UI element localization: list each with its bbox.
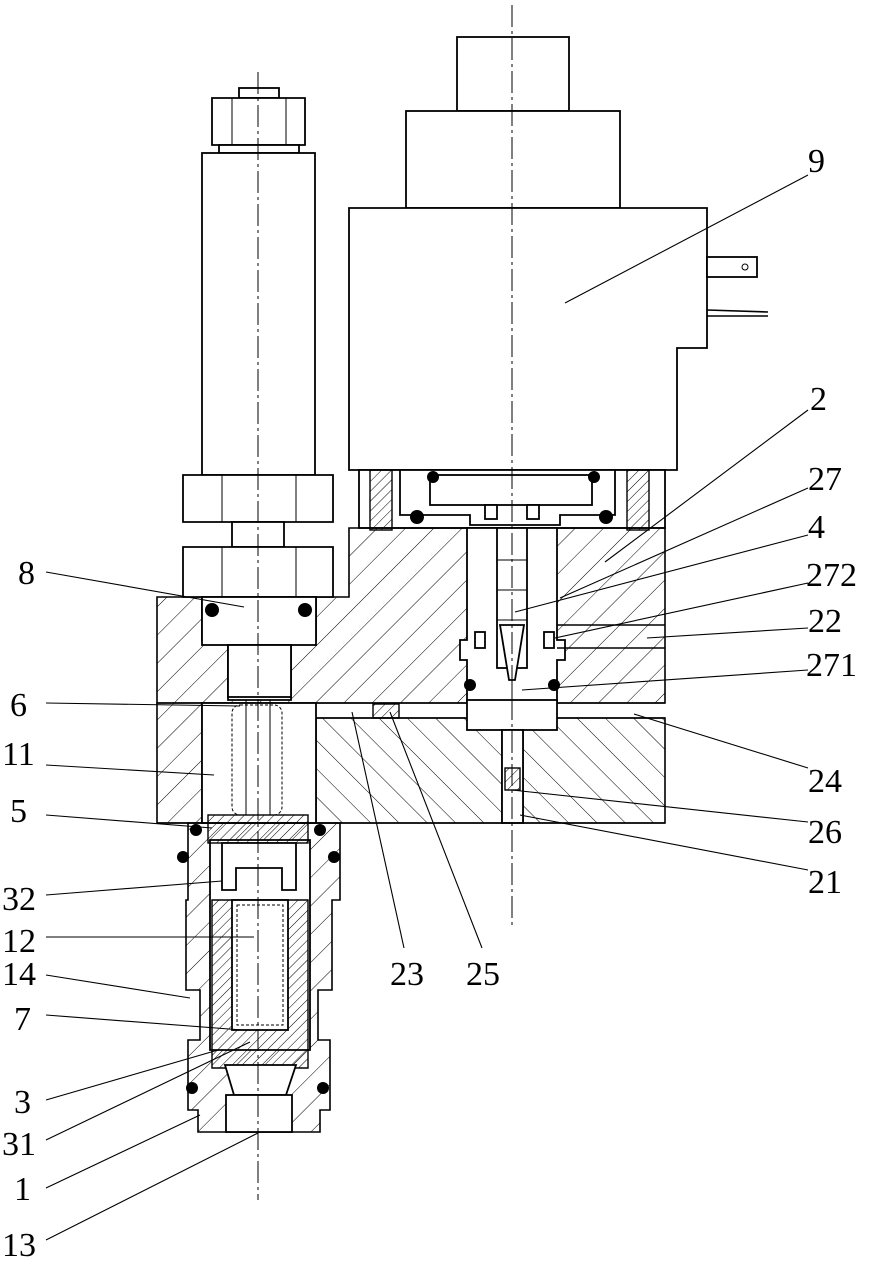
- valve-body-lower: [157, 700, 665, 823]
- label-13: 13: [2, 1227, 36, 1262]
- label-22: 22: [808, 603, 842, 640]
- label-27: 27: [808, 461, 842, 498]
- label-24: 24: [808, 763, 842, 800]
- label-23: 23: [390, 956, 424, 993]
- label-31: 31: [2, 1126, 36, 1163]
- label-7: 7: [14, 1001, 31, 1038]
- label-2: 2: [810, 381, 827, 418]
- label-12: 12: [2, 923, 36, 960]
- label-271: 271: [806, 647, 857, 684]
- label-32: 32: [2, 881, 36, 918]
- label-1: 1: [14, 1171, 31, 1208]
- label-21: 21: [808, 864, 842, 901]
- label-14: 14: [2, 956, 36, 993]
- label-25: 25: [466, 956, 500, 993]
- label-11: 11: [2, 736, 35, 773]
- label-4: 4: [808, 509, 825, 546]
- label-6: 6: [10, 687, 27, 724]
- solenoid-coil: [349, 37, 768, 470]
- label-272: 272: [806, 557, 857, 594]
- label-26: 26: [808, 814, 842, 851]
- label-9: 9: [808, 143, 825, 180]
- label-5: 5: [10, 793, 27, 830]
- label-8: 8: [18, 555, 35, 592]
- label-3: 3: [14, 1084, 31, 1121]
